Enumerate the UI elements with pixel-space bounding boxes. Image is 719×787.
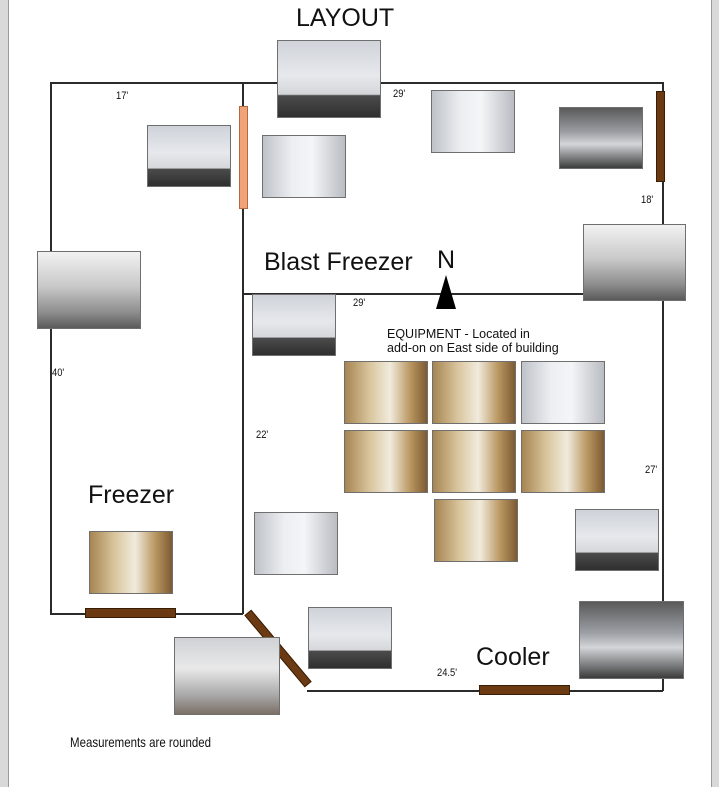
room-label-blast-freezer: Blast Freezer (264, 248, 413, 276)
equipment-note-line2: add-on on East side of building (387, 341, 559, 355)
photo-equipment-6 (521, 430, 605, 493)
photo-cooler-racks (254, 512, 338, 575)
door-freezer-south (85, 608, 176, 618)
door-blast-east (656, 91, 665, 182)
door-cooler-south (479, 685, 570, 695)
photo-cooler-interior (308, 607, 392, 669)
north-label: N (437, 246, 456, 274)
photo-blast-exterior (583, 224, 686, 301)
equipment-note-line1: EQUIPMENT - Located in (387, 327, 530, 341)
measurement-17ft: 17' (116, 90, 129, 102)
photo-top-center (277, 40, 381, 118)
photo-cooler-west-wall (252, 294, 336, 356)
measurement-29ft-mid: 29' (353, 297, 366, 309)
footer-note: Measurements are rounded (70, 734, 212, 750)
photo-evaporator (431, 90, 515, 153)
layout-title: LAYOUT (296, 4, 395, 32)
photo-freezer-door (89, 531, 173, 594)
wall-left (50, 82, 52, 614)
wall-right (662, 82, 664, 691)
photo-equipment-1 (344, 361, 428, 424)
photo-equipment-5 (432, 430, 516, 493)
photo-equipment-2 (432, 361, 516, 424)
measurement-24-5ft: 24.5' (437, 667, 457, 679)
north-arrow-icon (436, 275, 456, 309)
measurement-18ft: 18' (641, 194, 654, 206)
photo-cooler-evaporator (575, 509, 659, 571)
photo-blast-corner (559, 107, 643, 169)
photo-equipment-7 (434, 499, 518, 562)
room-label-cooler: Cooler (476, 643, 550, 671)
photo-equipment-4 (344, 430, 428, 493)
photo-west-warehouse (37, 251, 141, 329)
photo-blast-interior (262, 135, 346, 198)
photo-cooler-southeast (579, 601, 684, 679)
door-freezer-blast (239, 106, 248, 209)
photo-entry-hall (174, 637, 280, 715)
measurement-27ft: 27' (645, 464, 658, 476)
measurement-29ft-top: 29' (393, 88, 406, 100)
wall-freezer-divider (242, 82, 244, 614)
photo-equipment-3 (521, 361, 605, 424)
measurement-40ft: 40' (52, 367, 65, 379)
room-label-freezer: Freezer (88, 481, 175, 509)
measurement-22ft: 22' (256, 429, 269, 441)
photo-freezer-ceiling (147, 125, 231, 187)
